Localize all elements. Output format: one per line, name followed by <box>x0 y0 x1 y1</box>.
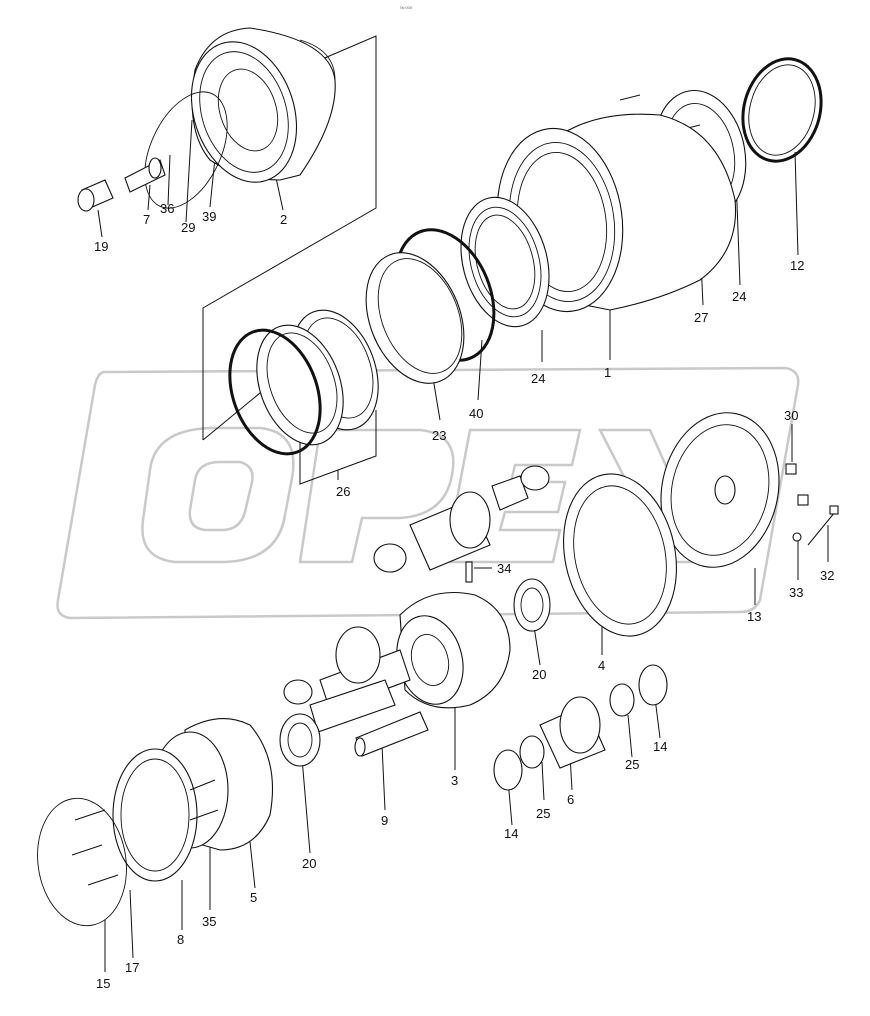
callout-39: 39 <box>202 209 216 224</box>
part-19-bushing <box>77 179 114 212</box>
callout-25b: 25 <box>625 757 639 772</box>
part-32-bolt <box>807 505 839 546</box>
callout-8: 8 <box>177 932 184 947</box>
callout-20a: 20 <box>532 667 546 682</box>
callout-1: 1 <box>604 365 611 380</box>
callout-3: 3 <box>451 773 458 788</box>
part-14-thrust-washer <box>493 664 668 791</box>
callout-5: 5 <box>250 890 257 905</box>
callout-20b: 20 <box>302 856 316 871</box>
watermark-text: OPEX <box>120 599 123 601</box>
callout-14a: 14 <box>504 826 518 841</box>
callout-29: 29 <box>181 220 195 235</box>
callout-23: 23 <box>432 428 446 443</box>
callout-15: 15 <box>96 976 110 991</box>
callout-25a: 25 <box>536 806 550 821</box>
callout-19: 19 <box>94 239 108 254</box>
part-2-housing <box>190 27 336 183</box>
callout-17: 17 <box>125 960 139 975</box>
callout-27: 27 <box>694 310 708 325</box>
callout-33: 33 <box>789 585 803 600</box>
callout-40: 40 <box>469 406 483 421</box>
callout-2: 2 <box>280 212 287 227</box>
header-code: № 000 <box>400 5 413 10</box>
part-4-ring-gear <box>563 473 677 637</box>
part-23-ring <box>365 252 465 384</box>
planet-gears-left <box>283 626 411 733</box>
callout-12: 12 <box>790 258 804 273</box>
callout-4: 4 <box>598 658 605 673</box>
part-9-pin <box>354 711 429 757</box>
part-24-bearing-lower <box>460 196 550 328</box>
callout-36: 36 <box>160 201 174 216</box>
callout-34: 34 <box>497 561 511 576</box>
part-20-washer-upper <box>513 578 551 632</box>
part-35-studs <box>189 779 219 821</box>
callout-7: 7 <box>143 212 150 227</box>
callout-24b: 24 <box>732 289 746 304</box>
callout-24a: 24 <box>531 371 545 386</box>
part-25-needle-bearing <box>519 683 635 769</box>
callout-13: 13 <box>747 609 761 624</box>
part-29-oring <box>144 91 228 209</box>
part-13-cover <box>660 412 780 568</box>
sun-gear-upper <box>373 465 550 573</box>
part-20-washer-lower <box>279 713 321 767</box>
part-3-carrier <box>396 592 511 709</box>
callout-9: 9 <box>381 813 388 828</box>
callout-30: 30 <box>784 408 798 423</box>
part-26-seal-group <box>228 309 379 456</box>
part-15-oring <box>37 797 127 927</box>
callout-6: 6 <box>567 792 574 807</box>
callout-32: 32 <box>820 568 834 583</box>
callout-14b: 14 <box>653 739 667 754</box>
part-6-planet-gear <box>539 696 606 769</box>
part-12-oring <box>741 57 823 163</box>
part-7-spline-shaft <box>124 157 166 193</box>
part-17-studs <box>71 809 119 886</box>
part-30-plugs <box>785 463 809 506</box>
callout-35: 35 <box>202 914 216 929</box>
part-8-gear <box>112 748 198 882</box>
part-34-pin <box>465 561 473 583</box>
part-33-washer <box>792 532 802 542</box>
callout-labels: 1 2 3 4 5 6 7 8 9 12 13 14 14 15 17 19 2… <box>94 201 834 991</box>
callout-26: 26 <box>336 484 350 499</box>
